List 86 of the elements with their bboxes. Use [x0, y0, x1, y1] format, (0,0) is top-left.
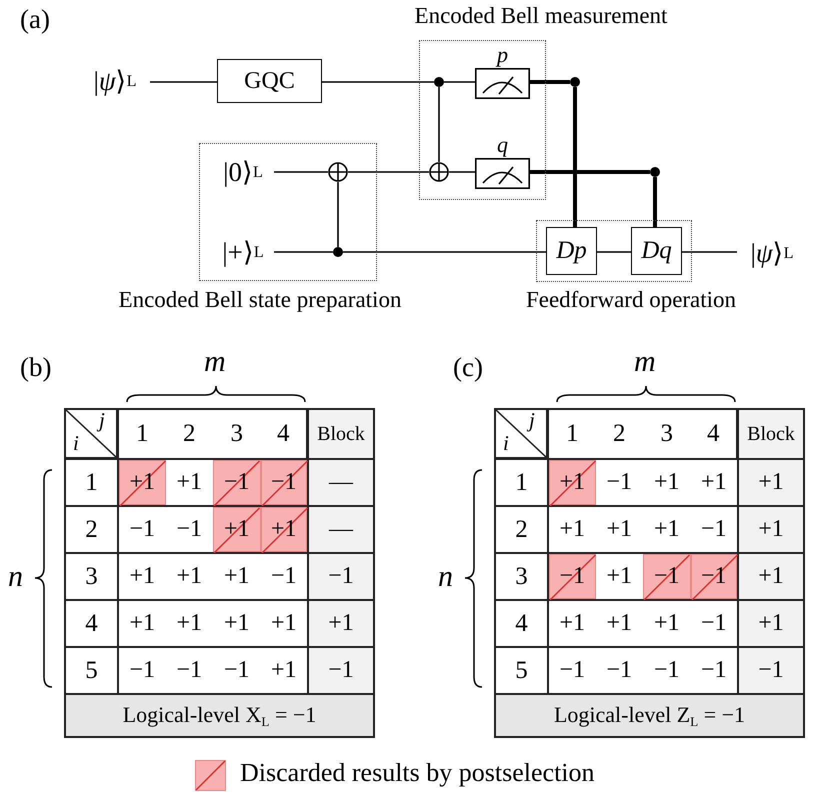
control-dot [333, 247, 343, 257]
classical-wire [530, 170, 650, 174]
measurement-value: +1 [213, 600, 260, 647]
measurement-value: +1 [596, 600, 643, 647]
measurement-value: +1 [213, 506, 260, 553]
quantum-wire [597, 251, 631, 253]
group-title: Encoded Bell state preparation [118, 287, 402, 312]
measurement-value: −1 [643, 553, 690, 600]
measurement-value: +1 [118, 600, 166, 647]
cnot-target-symbol [429, 162, 449, 182]
block-value: −1 [308, 553, 375, 600]
legend-text: Discarded results by postselection [240, 758, 595, 788]
variable-label: j [99, 408, 105, 433]
classical-wire [530, 80, 570, 84]
outcome-label: q [497, 132, 508, 157]
group-title: Feedforward operation [526, 287, 736, 312]
column-number: 2 [596, 408, 643, 459]
control-dot [570, 77, 580, 87]
logical-result: Logical-level Z$_{L}$ = −1 [494, 694, 805, 738]
measurement-value: +1 [166, 553, 213, 600]
quantum-wire [682, 251, 737, 253]
block-value: — [308, 506, 375, 553]
quantum-wire [343, 251, 546, 253]
quantum-wire [444, 81, 475, 83]
measurement-value: +1 [213, 553, 260, 600]
measurement-value: −1 [690, 553, 738, 600]
quantum-wire [348, 171, 429, 173]
quantum-wire [322, 81, 434, 83]
variable-label: j [529, 408, 535, 433]
measurement-value: +1 [548, 459, 596, 506]
measurement-value: +1 [643, 600, 690, 647]
variable-label: i [503, 431, 509, 456]
quantum-wire [150, 81, 217, 83]
block-value: +1 [738, 600, 805, 647]
measurement-value: +1 [118, 459, 166, 506]
measurement-value: +1 [548, 600, 596, 647]
quantum-wire [274, 171, 328, 173]
panel-label: (a) [20, 4, 50, 35]
row-number: 3 [64, 553, 118, 600]
control-dot [650, 167, 660, 177]
block-value: +1 [738, 553, 805, 600]
column-number: 2 [166, 408, 213, 459]
quantum-wire [337, 182, 339, 247]
variable-label: n [8, 560, 23, 594]
panel-label: (b) [20, 352, 52, 383]
block-value: +1 [738, 459, 805, 506]
group-title: Encoded Bell measurement [414, 3, 668, 28]
row-number: 4 [494, 600, 548, 647]
measurement-value: −1 [548, 553, 596, 600]
quantum-wire [438, 87, 440, 162]
measurement-value: +1 [260, 506, 308, 553]
gate-box: Dp [546, 227, 597, 275]
variable-label: m [204, 345, 226, 379]
outcome-label: p [497, 42, 508, 67]
column-header: Block [308, 408, 375, 459]
panel-label: (c) [453, 352, 483, 383]
measurement-value: +1 [166, 600, 213, 647]
control-dot [434, 77, 444, 87]
measurement-value: +1 [596, 506, 643, 553]
gate-box: Dq [631, 227, 682, 275]
row-number: 4 [64, 600, 118, 647]
block-value: — [308, 459, 375, 506]
block-value: +1 [308, 600, 375, 647]
quantum-wire [274, 251, 333, 253]
block-value: +1 [738, 506, 805, 553]
measurement-value: −1 [596, 459, 643, 506]
block-value: −1 [738, 647, 805, 694]
measurement-value: +1 [643, 459, 690, 506]
block-value: −1 [308, 647, 375, 694]
quantum-wire [449, 171, 475, 173]
measurement-value: −1 [118, 506, 166, 553]
variable-label: m [634, 345, 656, 379]
measurement-value: −1 [213, 459, 260, 506]
column-header: Block [738, 408, 805, 459]
row-number: 2 [494, 506, 548, 553]
cnot-target-symbol [328, 162, 348, 182]
variable-label: n [438, 560, 453, 594]
column-number: 3 [643, 408, 690, 459]
classical-wire [573, 87, 577, 227]
variable-label: i [73, 431, 79, 456]
logical-result: Logical-level X$_{L}$ = −1 [64, 694, 375, 738]
measurement-value: +1 [118, 553, 166, 600]
measurement-value: −1 [260, 459, 308, 506]
classical-wire [653, 177, 657, 227]
row-number: 2 [64, 506, 118, 553]
gate-box: GQC [217, 59, 322, 103]
